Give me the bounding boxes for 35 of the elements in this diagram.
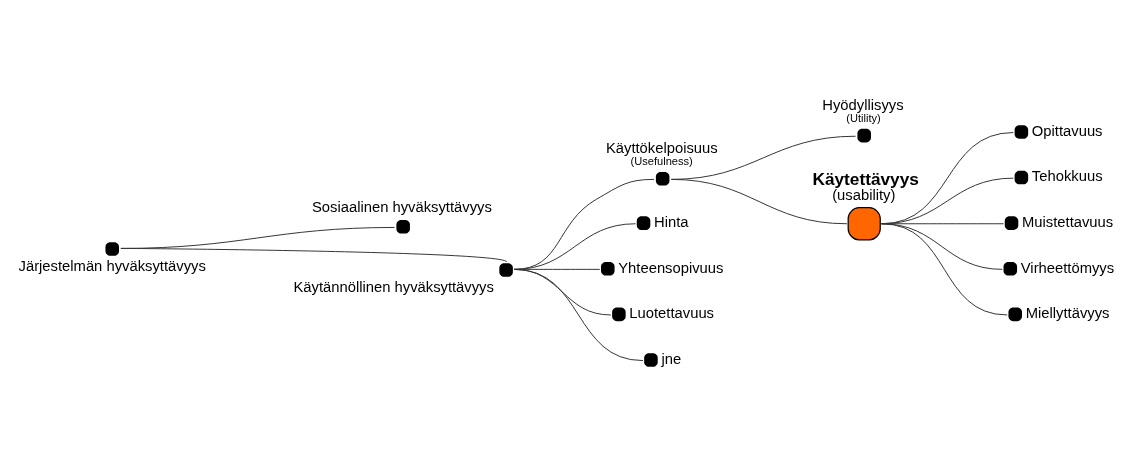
node-circle [499, 263, 513, 277]
node-label: Tehokkuus [1031, 168, 1103, 185]
node-label: (Usefulness) [630, 154, 693, 167]
node-label: Käytännöllinen hyväksyttävyys [293, 279, 494, 296]
node-circle [1014, 125, 1029, 139]
node-circle [1014, 170, 1029, 185]
connector [513, 268, 644, 362]
node-circle [396, 220, 410, 234]
node-label: Hyödyllisyys [822, 96, 904, 113]
connector [120, 247, 508, 263]
node-label: jne [661, 350, 682, 367]
node-label: Käyttökelpoisuus [605, 139, 718, 156]
connector [670, 178, 848, 225]
node-circle [1008, 307, 1022, 322]
node-circle [612, 307, 626, 322]
node-circle [1004, 216, 1019, 230]
node-circle [105, 242, 119, 256]
node-label: Yhteensopivuus [618, 259, 724, 276]
node-label: Luotettavuus [629, 305, 715, 322]
node-circle [1003, 261, 1018, 276]
node-label: Sosiaalinen hyväksyttävyys [311, 199, 492, 216]
node-label: Käytettävyys [812, 168, 919, 189]
node-label: Muistettavuus [1022, 213, 1114, 230]
node-circle [636, 216, 651, 230]
node-label: Virheettömyys [1020, 259, 1115, 276]
node-label: Hinta [654, 213, 689, 230]
connector [880, 223, 1008, 316]
node-circle [857, 128, 871, 143]
node-circle [655, 172, 670, 186]
node-circle [601, 261, 615, 276]
node-label: Järjestelmän hyväksyttävyys [18, 258, 206, 275]
node-circle [644, 353, 658, 367]
node-label: Miellyttävyys [1025, 305, 1110, 322]
node-label: Opittavuus [1031, 122, 1103, 139]
node-label: (Utility) [846, 111, 881, 124]
